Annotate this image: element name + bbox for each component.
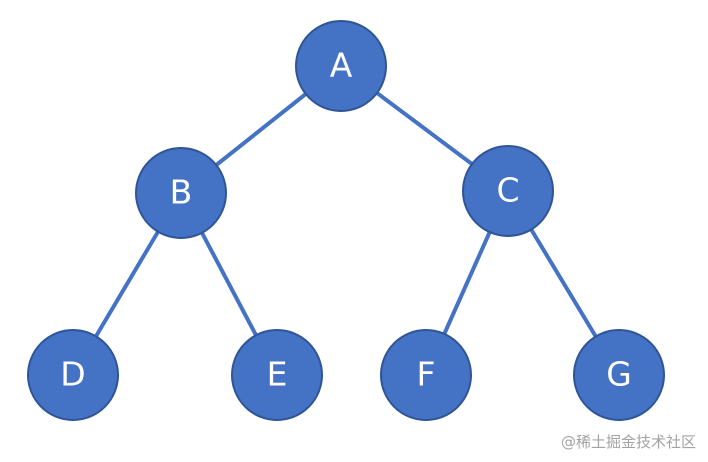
node-label-f: F [417, 355, 436, 394]
watermark-text: @稀土掘金技术社区 [560, 433, 696, 451]
node-circle-d [27, 329, 119, 421]
node-circle-g [573, 329, 665, 421]
node-circle-b [135, 147, 227, 239]
node-label-a: A [330, 46, 353, 85]
node-circle-e [231, 329, 323, 421]
node-label-g: G [606, 355, 632, 394]
node-circle-f [380, 329, 472, 421]
node-b: B [135, 147, 227, 239]
node-label-b: B [170, 173, 193, 212]
node-circle-c [462, 145, 554, 237]
node-label-e: E [267, 355, 288, 394]
node-e: E [231, 329, 323, 421]
node-d: D [27, 329, 119, 421]
node-label-c: C [496, 171, 519, 210]
node-label-d: D [60, 355, 85, 394]
tree-nodes: A B C D E F G [27, 20, 665, 421]
node-a: A [295, 20, 387, 112]
node-c: C [462, 145, 554, 237]
node-g: G [573, 329, 665, 421]
node-circle-a [295, 20, 387, 112]
node-f: F [380, 329, 472, 421]
